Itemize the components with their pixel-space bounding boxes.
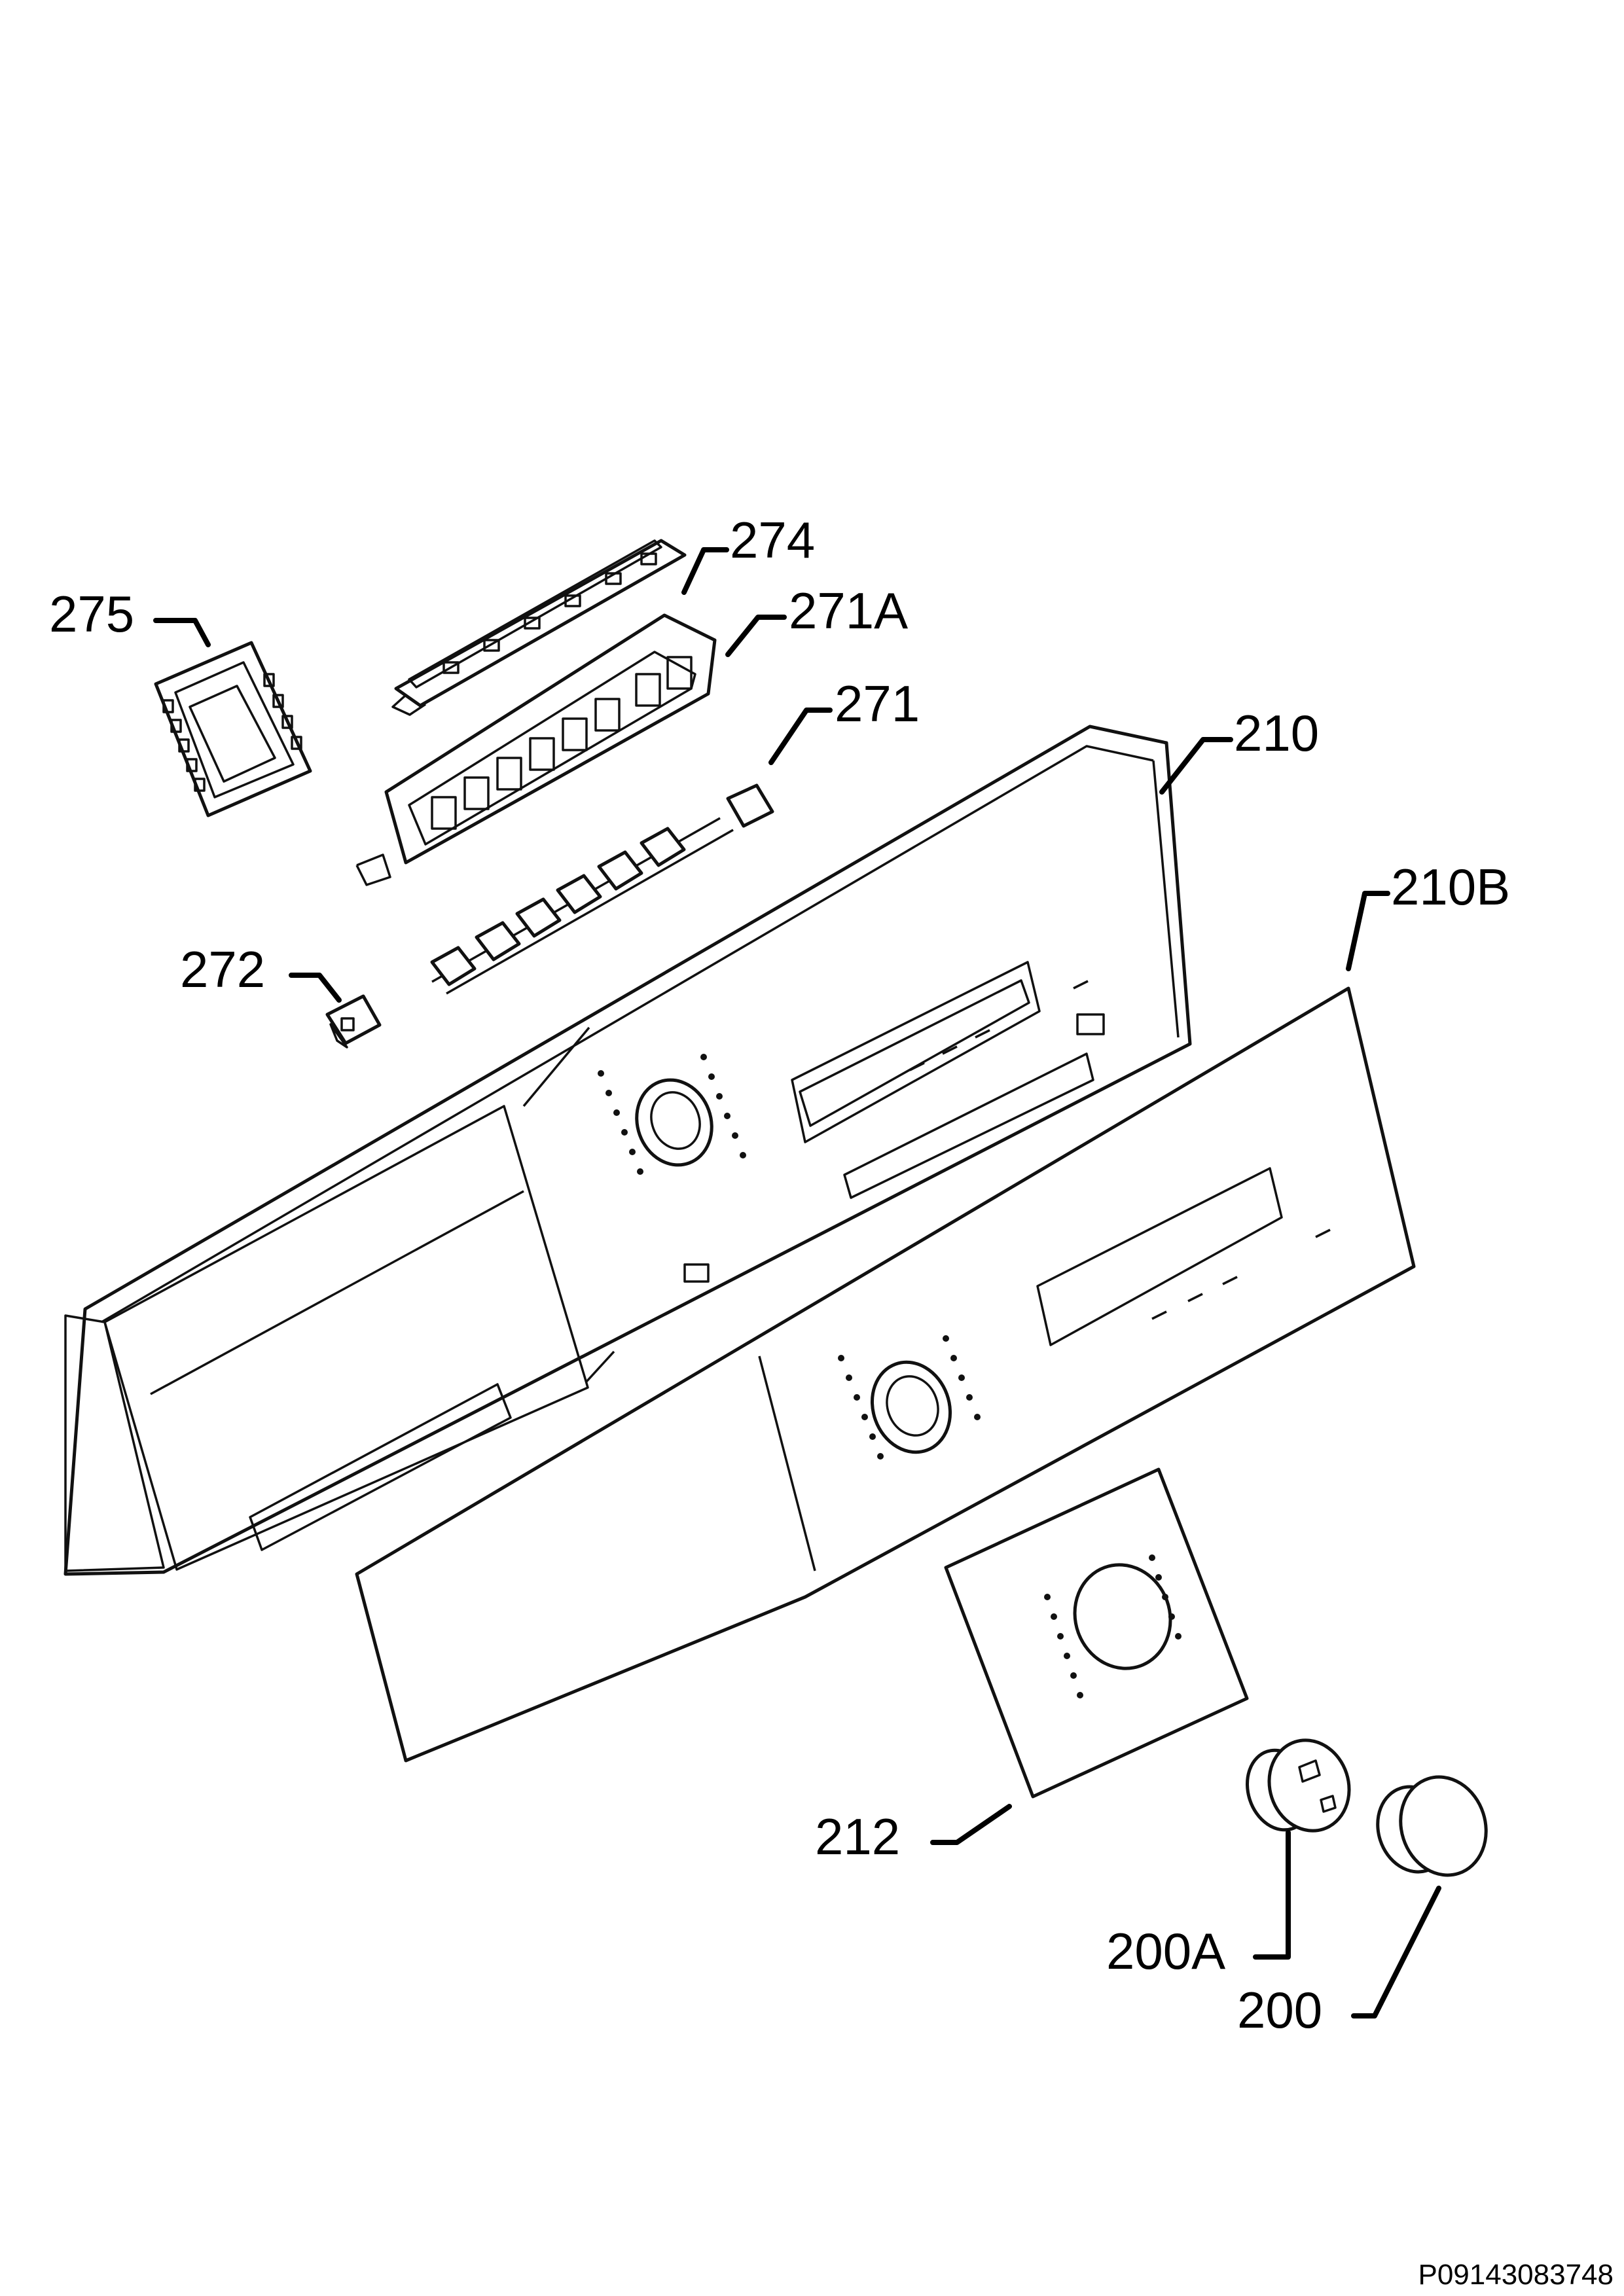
- leader-210: [1159, 737, 1233, 795]
- leader-lines: [153, 547, 1441, 2018]
- part-200a-knob-core: [1245, 1738, 1351, 1833]
- leader-271: [768, 708, 833, 765]
- label-210: 210: [1234, 704, 1319, 762]
- label-200: 200: [1237, 1981, 1322, 2039]
- label-212: 212: [815, 1808, 900, 1865]
- leader-200: [1351, 1886, 1441, 2018]
- leader-275: [153, 618, 211, 647]
- label-271: 271: [835, 675, 920, 732]
- part-271-button-row: [430, 783, 774, 995]
- leader-272: [289, 973, 342, 1003]
- part-210-control-panel: [63, 725, 1192, 1576]
- leader-212: [930, 1804, 1012, 1845]
- reference-code: P09143083748: [1418, 2259, 1614, 2291]
- label-200a: 200A: [1106, 1922, 1225, 1980]
- leader-200a: [1253, 1830, 1291, 1960]
- part-210b-panel-overlay: [355, 986, 1416, 1763]
- label-210b: 210B: [1391, 858, 1510, 916]
- label-272: 272: [180, 941, 265, 998]
- part-212-dial-fascia: [944, 1467, 1249, 1799]
- leader-210b: [1346, 891, 1390, 971]
- part-271a-control-board: [355, 613, 717, 886]
- leader-274: [681, 547, 729, 595]
- part-272-button: [325, 994, 382, 1049]
- leader-271a: [725, 615, 787, 657]
- label-274: 274: [730, 511, 815, 569]
- label-271a: 271A: [789, 582, 908, 639]
- part-200-knob-cap: [1376, 1775, 1488, 1877]
- part-275-display-frame: [154, 641, 312, 817]
- part-274-contact-strip: [391, 539, 687, 716]
- label-275: 275: [49, 585, 134, 643]
